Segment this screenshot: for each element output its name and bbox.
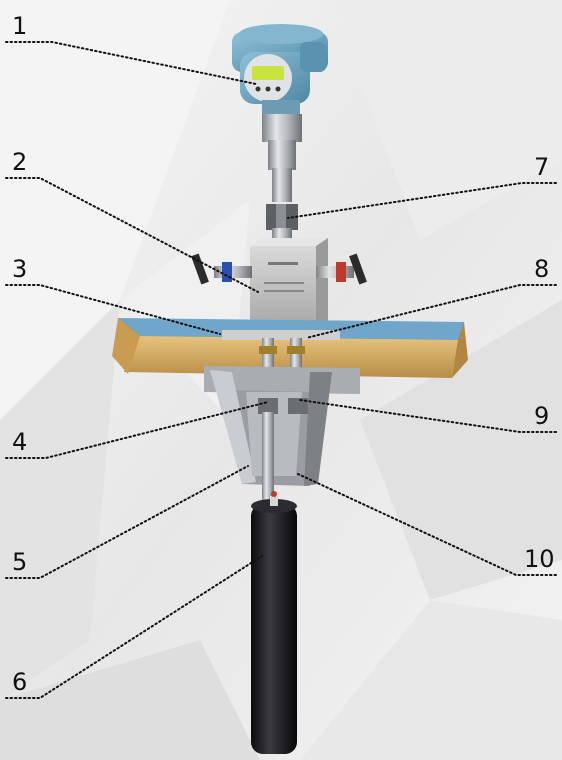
leader-3: [5, 284, 221, 335]
leader-1: [5, 41, 257, 85]
lcd-display: [252, 66, 284, 80]
valve-red-cap: [336, 262, 346, 282]
transmitter-housing: [232, 24, 328, 116]
leader-8: [305, 284, 557, 339]
callout-8: 8: [534, 255, 550, 283]
leader-4: [5, 401, 269, 459]
callout-6: 6: [12, 668, 28, 696]
leader-2: [5, 177, 259, 293]
leader-7: [287, 182, 557, 219]
sensor-probe: [251, 491, 297, 754]
tube-connectors: [258, 398, 308, 502]
leader-9: [299, 399, 557, 433]
neck-stem: [262, 114, 302, 202]
leader-5: [5, 465, 249, 579]
callout-1: 1: [12, 12, 28, 40]
callout-3: 3: [12, 255, 28, 283]
callout-5: 5: [12, 548, 28, 576]
leader-6: [5, 555, 263, 699]
callout-10: 10: [524, 545, 555, 573]
callout-9: 9: [534, 402, 550, 430]
callout-4: 4: [12, 428, 28, 456]
leader-10: [297, 473, 557, 576]
valve-manifold: [191, 238, 367, 330]
callout-2: 2: [12, 148, 28, 176]
callout-7: 7: [534, 153, 550, 181]
leader-lines: [5, 41, 557, 699]
valve-blue-cap: [222, 262, 232, 282]
